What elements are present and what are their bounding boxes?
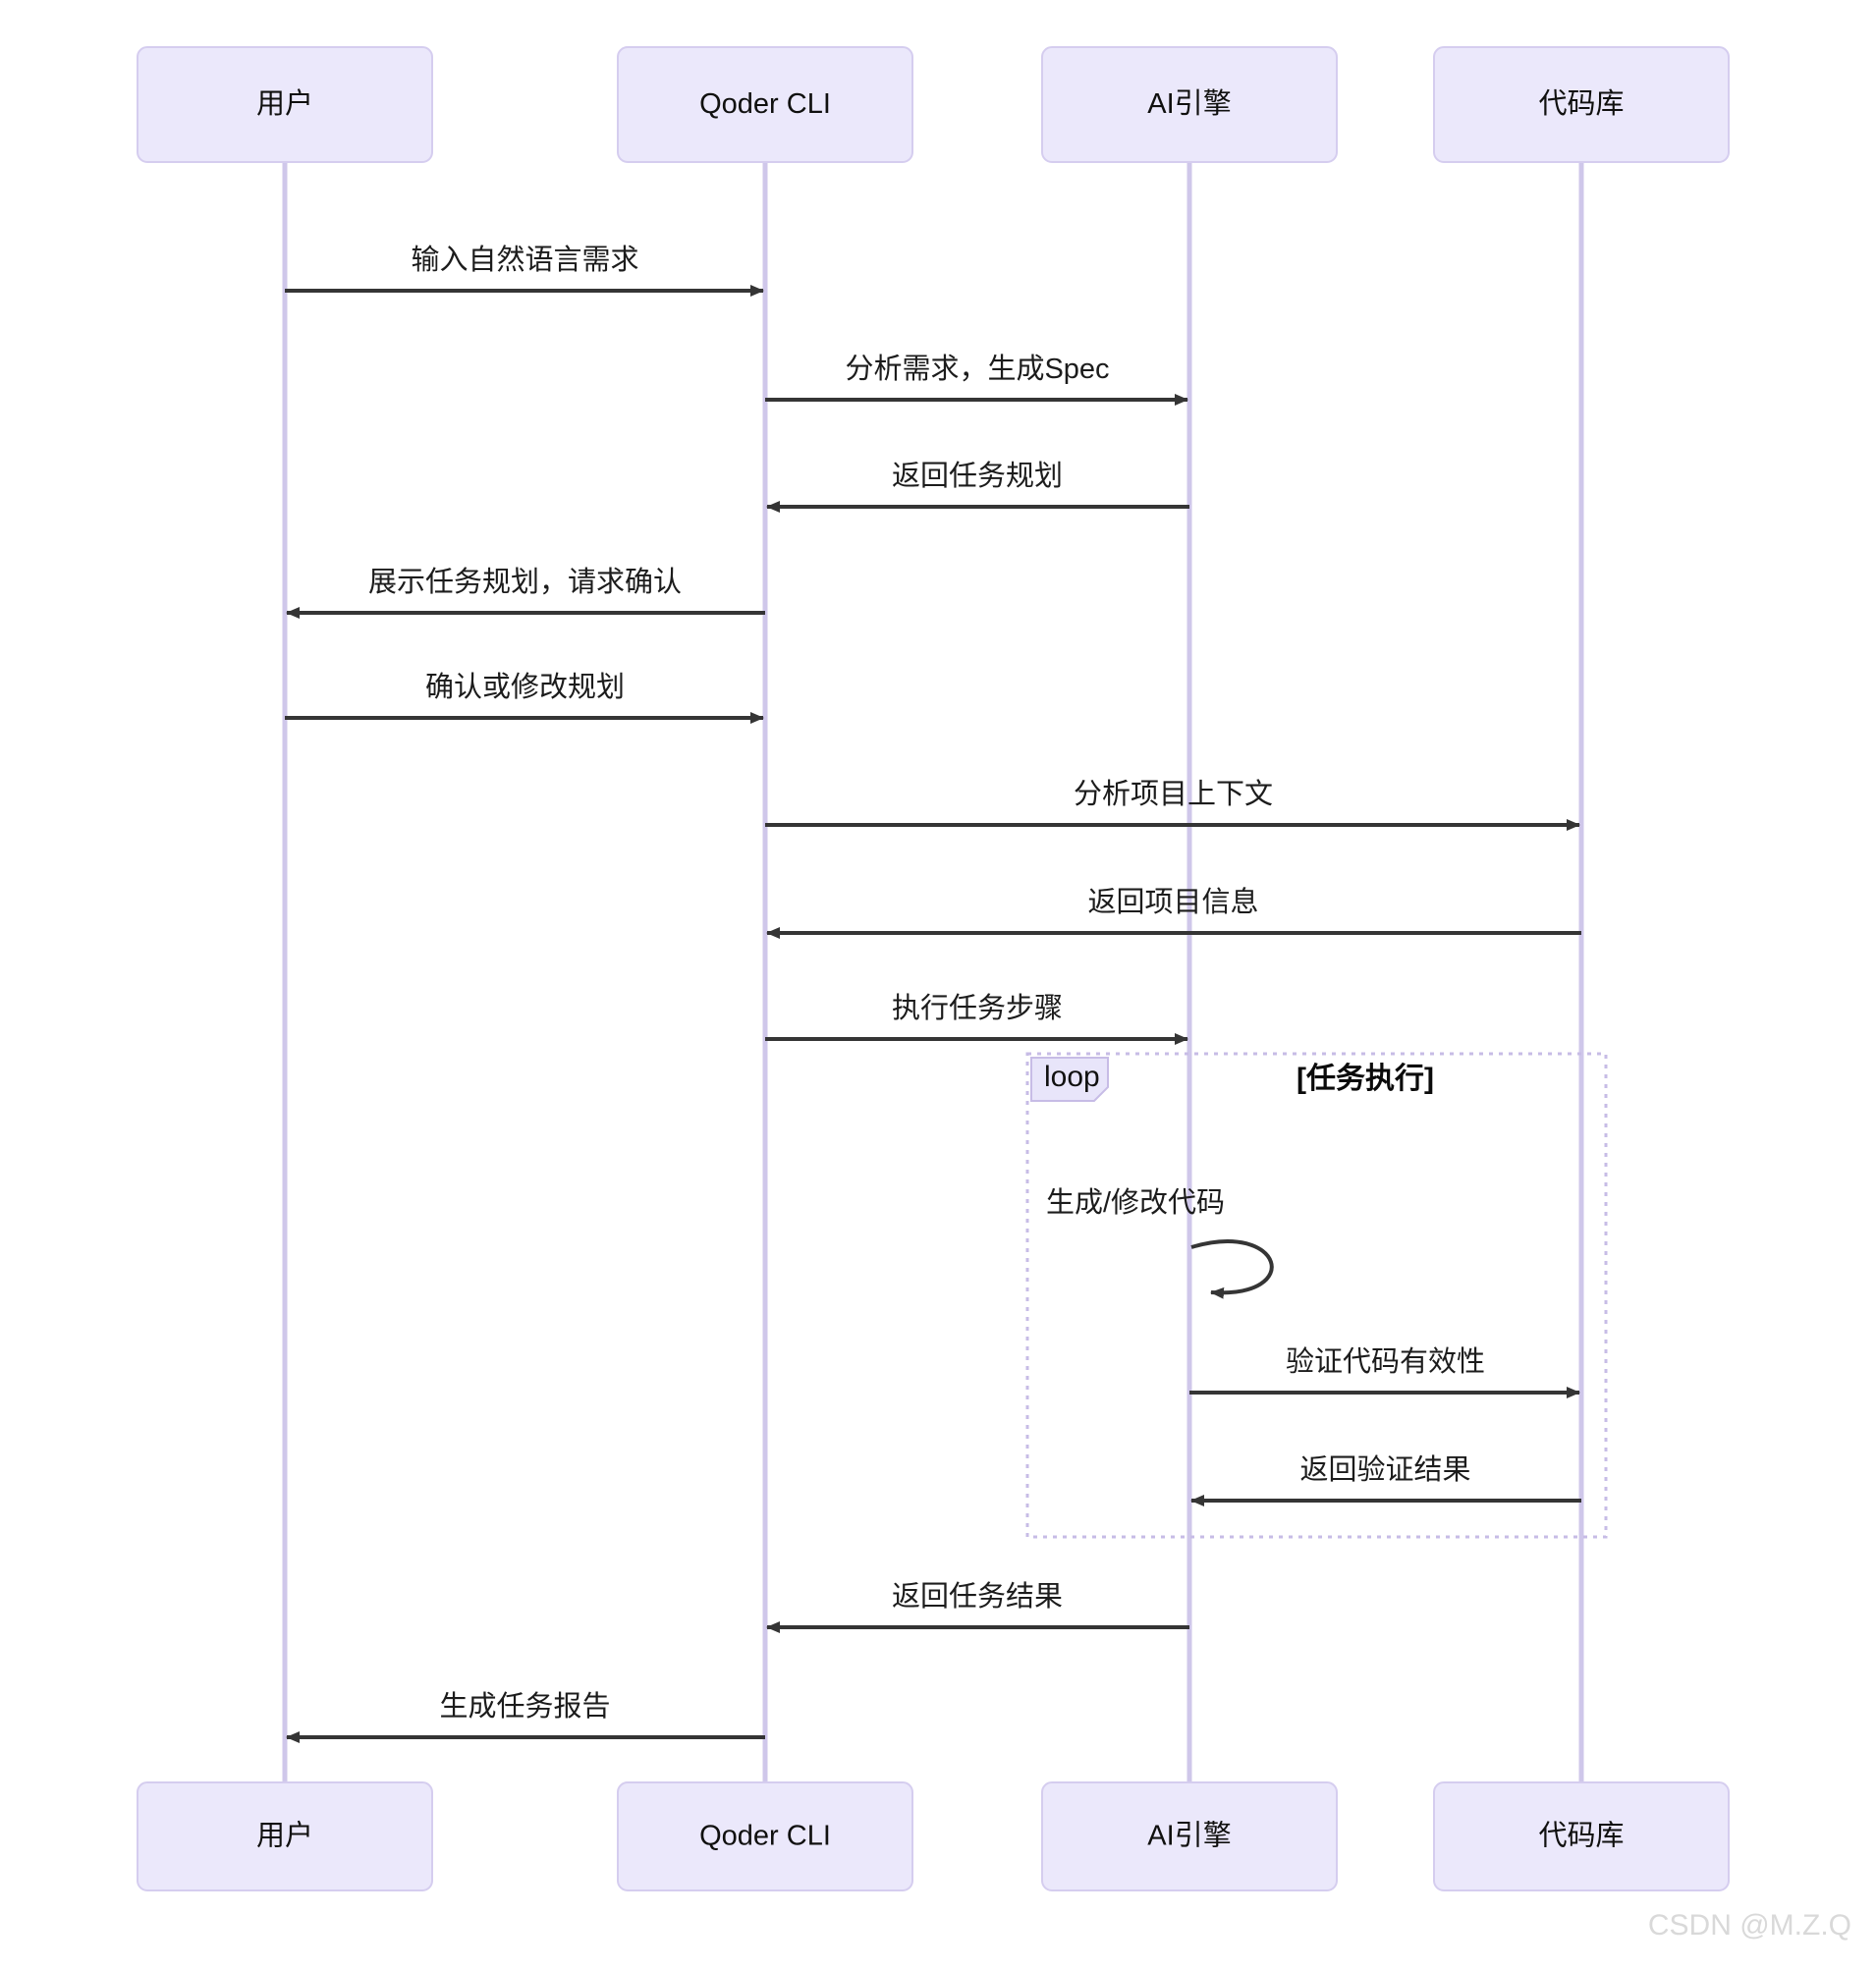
message-label: 分析项目上下文 [1074,778,1273,810]
message-4[interactable]: 展示任务规划，请求确认 [286,566,765,619]
actors-bottom-group: 用户 Qoder CLI AI引擎 代码库 [137,1781,1730,1891]
participant-rect [1041,46,1338,163]
fragment-loop-task-exec: loop [任务执行] [1025,1052,1608,1539]
participant-label: 代码库 [1538,1820,1624,1852]
message-label: 生成/修改代码 [1046,1186,1225,1219]
participant-label: AI引擎 [1147,87,1231,120]
participant-label: AI引擎 [1147,1820,1231,1852]
participant-rect [617,46,913,163]
message-label: 返回验证结果 [1299,1453,1470,1486]
message-label: 返回项目信息 [1087,886,1258,918]
message-label: 返回任务结果 [892,1580,1063,1613]
message-9[interactable]: 生成/修改代码 [1046,1186,1274,1299]
fragment-tag-label: loop [1044,1061,1100,1093]
participant-rect [617,1781,913,1891]
participant-rect [1041,1781,1338,1891]
participant-rect [1433,46,1730,163]
message-label: 执行任务步骤 [892,992,1063,1024]
fragments-group: loop [任务执行] [1025,1052,1608,1539]
participant-box-qoder-top[interactable]: Qoder CLI [617,46,913,163]
message-label: 输入自然语言需求 [411,244,638,276]
message-7[interactable]: 返回项目信息 [766,886,1581,939]
message-8[interactable]: 执行任务步骤 [765,992,1188,1045]
watermark-label: CSDN @M.Z.Q [1648,1909,1851,1942]
message-11[interactable]: 返回验证结果 [1190,1453,1581,1506]
message-12[interactable]: 返回任务结果 [766,1580,1189,1633]
message-arrow [1190,1239,1274,1299]
participant-label: Qoder CLI [699,88,831,120]
message-6[interactable]: 分析项目上下文 [765,778,1580,831]
message-label: 展示任务规划，请求确认 [368,566,682,598]
participant-box-user-top[interactable]: 用户 [137,46,433,163]
participant-box-ai-bottom[interactable]: AI引擎 [1041,1781,1338,1891]
participant-label: Qoder CLI [699,1821,831,1852]
message-5[interactable]: 确认或修改规划 [285,671,764,724]
participant-box-user-bottom[interactable]: 用户 [137,1781,433,1891]
message-2[interactable]: 分析需求，生成Spec [765,353,1188,406]
message-3[interactable]: 返回任务规划 [766,460,1189,513]
actors-top-group: 用户 Qoder CLI AI引擎 代码库 [137,46,1730,163]
message-label: 确认或修改规划 [425,671,625,703]
lifelines-group [282,162,1584,1782]
participant-label: 用户 [256,1820,313,1852]
message-label: 生成任务报告 [439,1690,610,1723]
participant-box-ai-top[interactable]: AI引擎 [1041,46,1338,163]
participant-rect [1433,1781,1730,1891]
participant-box-repo-bottom[interactable]: 代码库 [1433,1781,1730,1891]
fragment-condition-label: [任务执行] [1297,1063,1434,1095]
message-1[interactable]: 输入自然语言需求 [285,244,764,297]
participant-label: 用户 [256,87,313,120]
message-label: 返回任务规划 [892,460,1063,492]
participant-box-qoder-bottom[interactable]: Qoder CLI [617,1781,913,1891]
participant-box-repo-top[interactable]: 代码库 [1433,46,1730,163]
fragment-tag-shape [1030,1057,1109,1102]
message-label: 验证代码有效性 [1286,1345,1485,1378]
participant-rect [137,1781,433,1891]
participant-rect [137,46,433,163]
message-10[interactable]: 验证代码有效性 [1189,1345,1580,1398]
participant-label: 代码库 [1538,87,1624,120]
message-label: 分析需求，生成Spec [845,353,1109,385]
message-13[interactable]: 生成任务报告 [286,1690,765,1743]
